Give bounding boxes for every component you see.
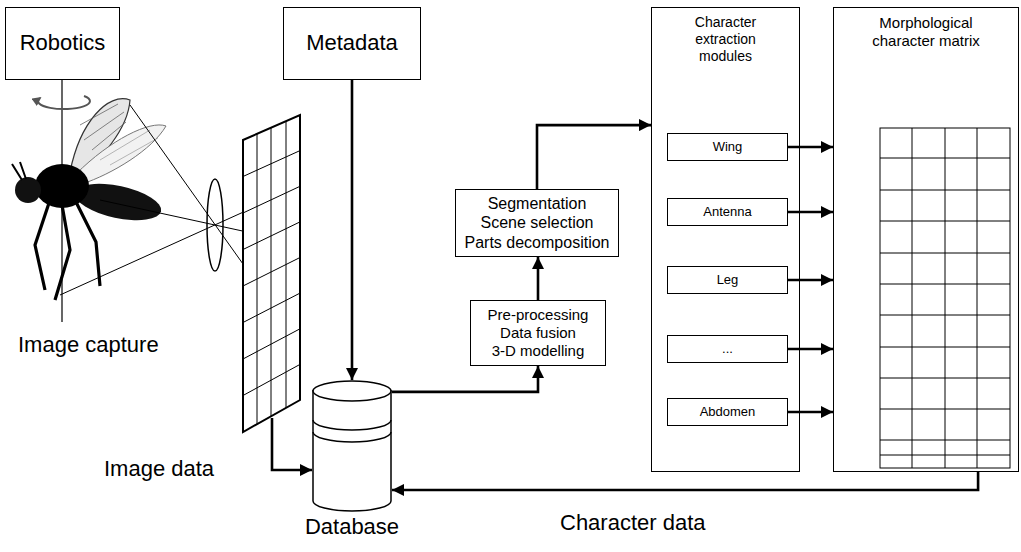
figure-label: Image data bbox=[104, 456, 214, 481]
process-box: SegmentationScene selectionParts decompo… bbox=[455, 189, 620, 257]
node-label: Parts decomposition bbox=[465, 233, 610, 252]
light-ray bbox=[60, 105, 270, 302]
flow-arrow bbox=[788, 411, 833, 414]
image-sensor-grid bbox=[243, 115, 300, 432]
rotation-arrow bbox=[38, 96, 90, 109]
flow-arrow bbox=[392, 366, 538, 392]
flow-arrow bbox=[392, 472, 978, 490]
node-label: Leg bbox=[717, 272, 739, 288]
metadata-box: Metadata bbox=[283, 7, 421, 80]
node-label: ... bbox=[722, 341, 733, 357]
module-box: Leg bbox=[667, 266, 788, 294]
node-label: Metadata bbox=[306, 30, 398, 56]
node-label: Pre-processing bbox=[488, 306, 589, 324]
node-label: Antenna bbox=[703, 204, 751, 220]
module-panel: Character extraction modulesWingAntennaL… bbox=[651, 7, 800, 472]
panel-title: Morphological character matrix bbox=[851, 14, 1001, 50]
module-box: Antenna bbox=[667, 198, 788, 226]
node-label: Wing bbox=[713, 139, 743, 155]
flow-arrow bbox=[788, 146, 833, 149]
process-box: Pre-processingData fusion3-D modelling bbox=[470, 300, 606, 366]
flow-arrow bbox=[788, 279, 833, 282]
database-cylinder: Database bbox=[312, 380, 392, 512]
node-label: 3-D modelling bbox=[492, 342, 585, 360]
figure-label: Image capture bbox=[18, 332, 159, 357]
node-label: Scene selection bbox=[481, 213, 594, 232]
edge-label: Character data bbox=[560, 510, 706, 535]
flow-arrow bbox=[537, 125, 651, 189]
lens bbox=[207, 179, 223, 271]
panel-title: Character extraction modules bbox=[676, 14, 776, 64]
flow-arrow bbox=[788, 348, 833, 351]
node-label: Segmentation bbox=[488, 194, 587, 213]
flow-arrow bbox=[537, 257, 540, 300]
image-data-arrow bbox=[272, 418, 312, 470]
matrix-panel: Morphological character matrix bbox=[833, 7, 1019, 472]
module-box: ... bbox=[667, 335, 788, 363]
insect-specimen bbox=[12, 99, 166, 300]
database-shape bbox=[312, 380, 392, 512]
flow-arrow bbox=[351, 80, 354, 380]
node-label: Data fusion bbox=[500, 324, 576, 342]
database-label: Database bbox=[305, 514, 399, 540]
module-box: Wing bbox=[667, 133, 788, 161]
matrix-grid bbox=[880, 128, 1010, 468]
module-box: Abdomen bbox=[667, 398, 788, 426]
flow-arrow bbox=[788, 211, 833, 214]
node-label: Robotics bbox=[20, 30, 106, 56]
robotics-box: Robotics bbox=[5, 7, 120, 80]
node-label: Abdomen bbox=[700, 404, 756, 420]
